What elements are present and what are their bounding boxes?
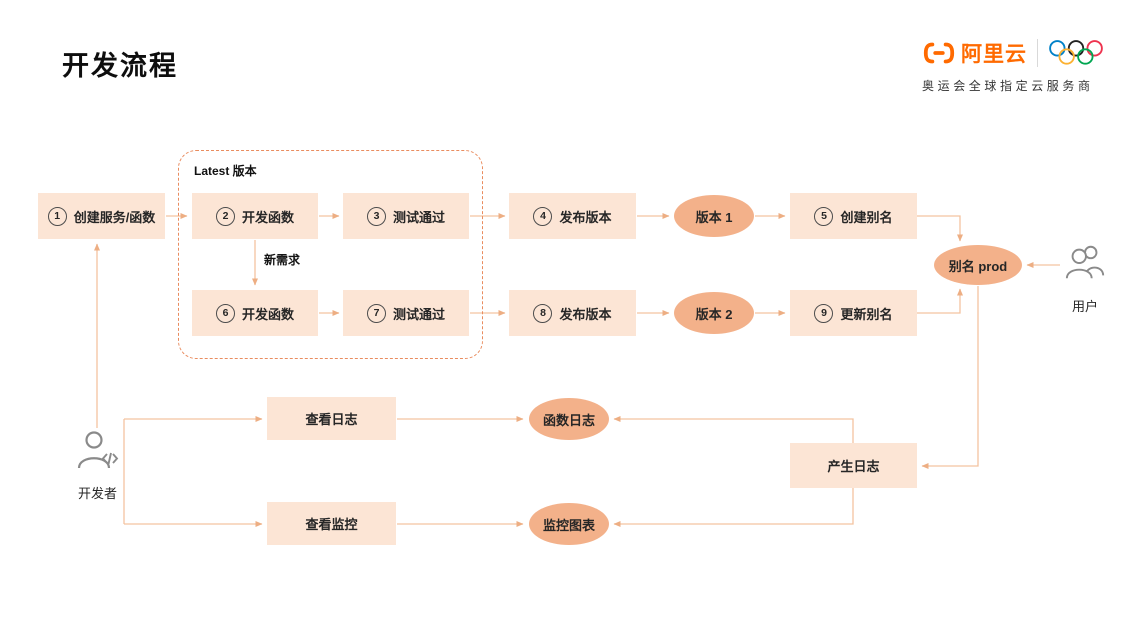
box-label: 查看日志 xyxy=(305,412,358,427)
page-title: 开发流程 xyxy=(62,51,178,81)
step-number: 1 xyxy=(47,206,67,226)
node-function-logs: 函数日志 xyxy=(529,398,609,440)
step-number: 7 xyxy=(366,303,386,323)
step-label: 创建别名 xyxy=(840,209,893,225)
latest-version-group xyxy=(178,150,483,359)
step-label: 创建服务/函数 xyxy=(73,209,156,225)
step-number: 9 xyxy=(814,303,834,323)
latest-version-label: Latest 版本 xyxy=(194,164,257,178)
step-label: 测试通过 xyxy=(392,306,445,322)
box-label: 产生日志 xyxy=(827,459,880,474)
brand-tagline: 奥运会全球指定云服务商 xyxy=(922,79,1094,93)
step-label: 开发函数 xyxy=(241,209,294,225)
new-requirement-label: 新需求 xyxy=(264,253,301,267)
box-view-logs: 查看日志 xyxy=(267,397,396,440)
step-number: 6 xyxy=(215,303,235,323)
step-number: 3 xyxy=(366,206,386,226)
step-number: 4 xyxy=(533,206,553,226)
brand-name: 阿里云 xyxy=(961,43,1027,66)
box-label: 查看监控 xyxy=(305,517,358,532)
step-box-create-alias: 5 创建别名 xyxy=(790,193,917,239)
developer-icon xyxy=(74,429,122,482)
step-box-update-alias: 9 更新别名 xyxy=(790,290,917,336)
step-box-develop-function-1: 2 开发函数 xyxy=(192,193,318,239)
step-label: 开发函数 xyxy=(241,306,294,322)
step-label: 发布版本 xyxy=(559,209,612,225)
step-number: 2 xyxy=(215,206,235,226)
box-view-monitor: 查看监控 xyxy=(267,502,396,545)
olympic-rings-icon xyxy=(1049,40,1103,65)
node-alias-prod: 别名 prod xyxy=(934,245,1022,285)
step-number: 5 xyxy=(814,206,834,226)
step-box-test-pass-2: 7 测试通过 xyxy=(343,290,469,336)
step-label: 更新别名 xyxy=(840,306,893,322)
step-box-publish-version-1: 4 发布版本 xyxy=(509,193,636,239)
brand-area: 阿里云 奥运会全球指定云服务商 xyxy=(922,38,1132,94)
user-icon xyxy=(1063,242,1107,289)
step-box-test-pass-1: 3 测试通过 xyxy=(343,193,469,239)
node-version-1: 版本 1 xyxy=(674,195,754,237)
step-box-publish-version-2: 8 发布版本 xyxy=(509,290,636,336)
step-box-develop-function-2: 6 开发函数 xyxy=(192,290,318,336)
step-label: 发布版本 xyxy=(559,306,612,322)
step-number: 8 xyxy=(533,303,553,323)
node-monitor-chart: 监控图表 xyxy=(529,503,609,545)
alibaba-cloud-logo-icon xyxy=(923,42,955,64)
user-label: 用户 xyxy=(1071,299,1098,314)
brand-row: 阿里云 xyxy=(922,38,1132,68)
developer-label: 开发者 xyxy=(77,486,117,501)
step-box-create-service: 1 创建服务/函数 xyxy=(38,193,165,239)
box-generate-logs: 产生日志 xyxy=(790,443,917,488)
step-label: 测试通过 xyxy=(392,209,445,225)
node-version-2: 版本 2 xyxy=(674,292,754,334)
brand-divider xyxy=(1037,39,1038,67)
